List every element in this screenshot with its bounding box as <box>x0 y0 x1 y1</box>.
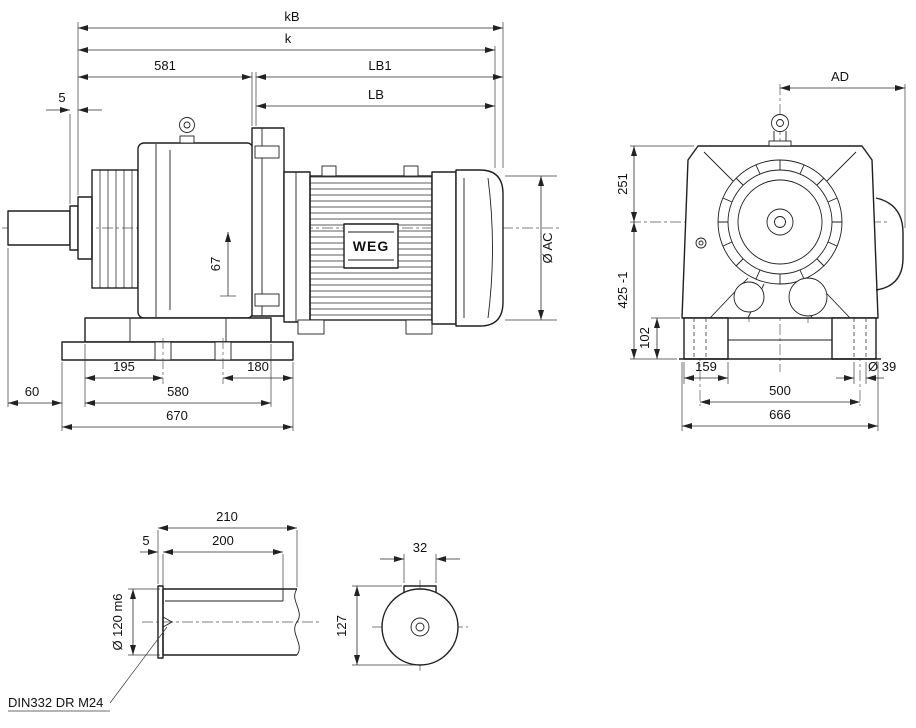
dim-102: 102 <box>637 327 652 349</box>
terminal-box <box>875 197 904 291</box>
side-dimension-lines <box>8 25 544 430</box>
shaft-extension-lines <box>128 530 298 656</box>
end-dimension-lines <box>354 556 460 665</box>
bore-left <box>733 281 765 313</box>
break-line <box>294 588 300 656</box>
dim-200: 200 <box>212 533 234 548</box>
dim-kb: kB <box>284 9 299 24</box>
din-note: DIN332 DR M24 <box>8 695 103 710</box>
tap-hole-inner <box>415 622 425 632</box>
front-eye-bolt <box>768 114 792 147</box>
leader-line <box>109 626 168 704</box>
dim-159: 159 <box>695 359 717 374</box>
front-feet <box>679 317 881 360</box>
nameplate: WEG <box>343 223 399 269</box>
front-extension-lines <box>630 84 906 431</box>
dim-32: 32 <box>413 540 427 555</box>
front-view: AD 251 425 -1 102 159 Ø 39 500 666 <box>615 69 906 431</box>
dim-39: Ø 39 <box>868 359 896 374</box>
dim-ad: AD <box>831 69 849 84</box>
dim-425: 425 -1 <box>615 272 630 309</box>
bolt-head-center <box>698 240 704 246</box>
weg-logo: WEG <box>353 238 389 254</box>
motor: WEG <box>283 165 504 335</box>
dim-195: 195 <box>113 359 135 374</box>
dim-666: 666 <box>769 407 791 422</box>
dim-5-side: 5 <box>58 90 65 105</box>
gear-housing-circle <box>717 159 843 285</box>
shaft-body <box>157 585 300 659</box>
dim-67: 67 <box>208 257 223 271</box>
dim-500: 500 <box>769 383 791 398</box>
dim-ac: Ø AC <box>540 232 555 263</box>
shaft-end-view: 32 127 <box>334 540 468 674</box>
fan-cover <box>455 169 504 327</box>
dim-k: k <box>285 31 292 46</box>
key-profile <box>403 585 437 593</box>
dim-210: 210 <box>216 509 238 524</box>
shaft-dimension-lines <box>8 525 297 712</box>
dim-127: 127 <box>334 615 349 637</box>
shaft-detail-view: 210 200 5 Ø 120 m6 DIN332 DR M24 <box>8 509 322 712</box>
motor-flange <box>251 127 285 317</box>
center-drill <box>162 616 173 628</box>
dim-251: 251 <box>615 173 630 195</box>
end-extension-lines <box>352 554 437 666</box>
dim-180: 180 <box>247 359 269 374</box>
side-view: WEG <box>2 9 562 431</box>
dim-60: 60 <box>25 384 39 399</box>
dim-580: 580 <box>167 384 189 399</box>
eye-bolt <box>179 117 195 144</box>
dim-670: 670 <box>166 408 188 423</box>
output-shaft <box>7 205 79 251</box>
dim-5-shaft: 5 <box>142 533 149 548</box>
dim-lb1: LB1 <box>368 58 391 73</box>
gearbox-foot <box>61 317 294 361</box>
dim-581: 581 <box>154 58 176 73</box>
dim-lb: LB <box>368 87 384 102</box>
bore-right <box>788 277 828 317</box>
gearbox <box>77 117 254 319</box>
dim-120: Ø 120 m6 <box>110 593 125 650</box>
front-dimension-lines <box>631 85 905 429</box>
